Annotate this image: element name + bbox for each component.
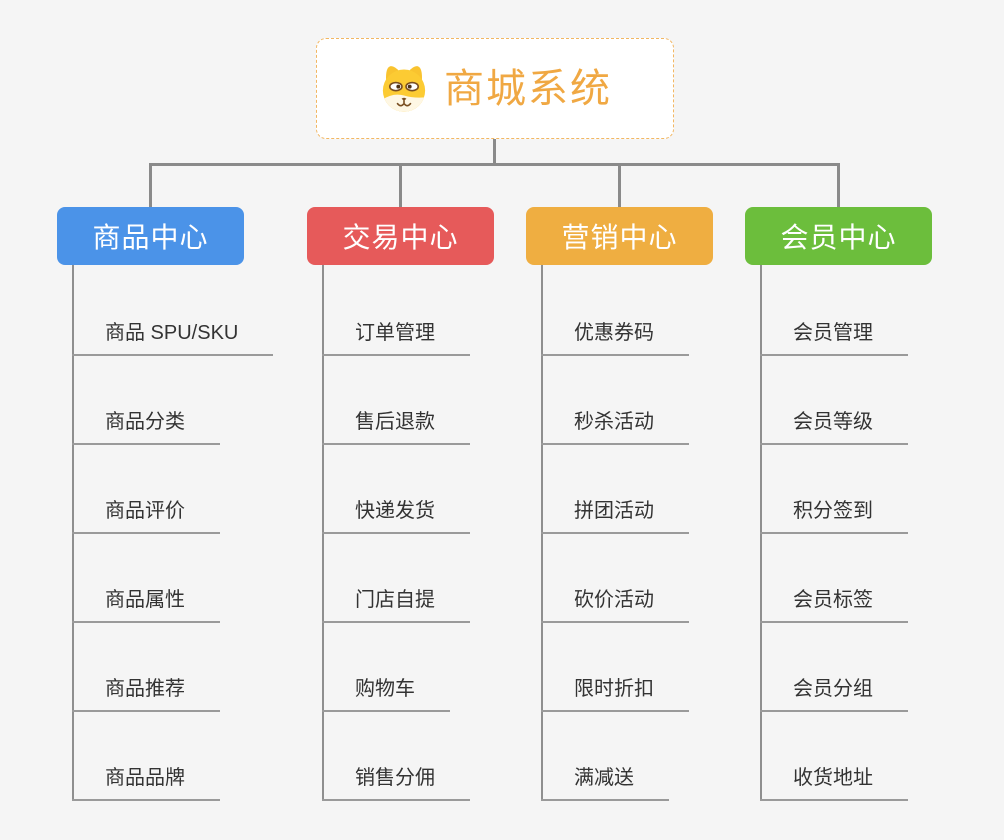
branch-header-trade-center[interactable]: 交易中心 — [307, 207, 494, 265]
leaf-item-product-center-1[interactable]: 商品 SPU/SKU — [72, 320, 274, 356]
branch-header-marketing-center[interactable]: 营销中心 — [526, 207, 713, 265]
leaf-item-member-center-3[interactable]: 积分签到 — [760, 498, 908, 534]
branch-header-member-center[interactable]: 会员中心 — [745, 207, 932, 265]
leaf-item-marketing-center-4[interactable]: 砍价活动 — [541, 587, 689, 623]
leaf-item-trade-center-2[interactable]: 售后退款 — [322, 409, 470, 445]
leaf-item-product-center-3[interactable]: 商品评价 — [72, 498, 220, 534]
root-title: 商城系统 — [444, 66, 612, 111]
leaf-item-trade-center-1[interactable]: 订单管理 — [322, 320, 470, 356]
leaf-item-marketing-center-6[interactable]: 满减送 — [541, 765, 669, 801]
leaf-item-member-center-4[interactable]: 会员标签 — [760, 587, 908, 623]
root-node[interactable]: 商城系统 — [316, 38, 674, 139]
connector-drop-marketing-center — [618, 166, 621, 207]
connector-horizontal-line — [149, 163, 840, 166]
branch-header-product-center[interactable]: 商品中心 — [57, 207, 244, 265]
connector-drop-product-center — [149, 166, 152, 207]
leaf-item-marketing-center-2[interactable]: 秒杀活动 — [541, 409, 689, 445]
leaf-item-member-center-5[interactable]: 会员分组 — [760, 676, 908, 712]
leaf-item-marketing-center-1[interactable]: 优惠券码 — [541, 320, 689, 356]
leaf-item-product-center-4[interactable]: 商品属性 — [72, 587, 220, 623]
leaf-item-product-center-6[interactable]: 商品品牌 — [72, 765, 220, 801]
leaf-item-member-center-6[interactable]: 收货地址 — [760, 765, 908, 801]
connector-drop-trade-center — [399, 166, 402, 207]
leaf-item-member-center-2[interactable]: 会员等级 — [760, 409, 908, 445]
leaf-item-trade-center-6[interactable]: 销售分佣 — [322, 765, 470, 801]
leaf-item-trade-center-3[interactable]: 快递发货 — [322, 498, 470, 534]
connector-drop-member-center — [837, 166, 840, 207]
leaf-item-trade-center-5[interactable]: 购物车 — [322, 676, 450, 712]
leaf-item-marketing-center-5[interactable]: 限时折扣 — [541, 676, 689, 712]
leaf-item-product-center-2[interactable]: 商品分类 — [72, 409, 220, 445]
leaf-item-marketing-center-3[interactable]: 拼团活动 — [541, 498, 689, 534]
shiba-dog-icon — [382, 65, 426, 112]
connector-root-stub — [493, 139, 496, 164]
leaf-item-product-center-5[interactable]: 商品推荐 — [72, 676, 220, 712]
leaf-item-member-center-1[interactable]: 会员管理 — [760, 320, 908, 356]
leaf-item-trade-center-4[interactable]: 门店自提 — [322, 587, 470, 623]
